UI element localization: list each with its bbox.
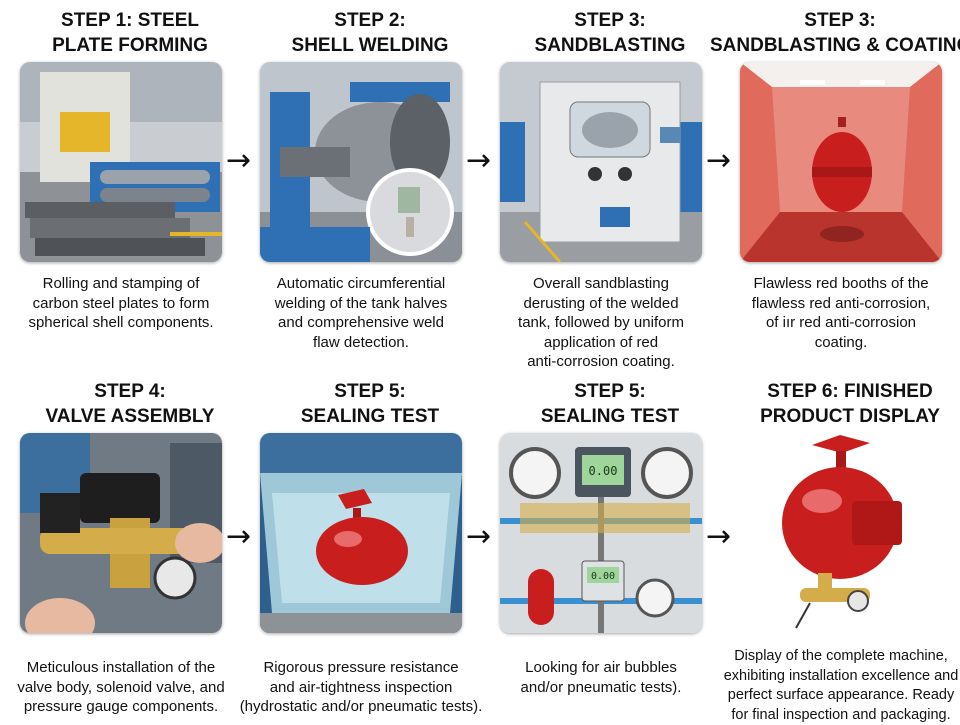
arrow-6-7: → bbox=[706, 522, 731, 552]
step-4-caption-line: pressure gauge components. bbox=[8, 697, 234, 717]
step-3b-caption-line: flawless red anti-corrosion, bbox=[728, 294, 954, 314]
step-1-title-line2: PLATE FORMING bbox=[10, 33, 250, 58]
step-6-title-line2: PRODUCT DISPLAY bbox=[730, 404, 960, 429]
step-6-caption-line: perfect surface appearance. Ready bbox=[718, 686, 960, 706]
step-6-caption-line: Display of the complete machine, bbox=[718, 647, 960, 667]
step-3b-title: STEP 3: SANDBLASTING & COATING bbox=[710, 8, 960, 58]
step-1-caption-line: spherical shell components. bbox=[8, 313, 234, 333]
step-5b-caption-line: and/or pneumatic tests). bbox=[488, 678, 714, 698]
step-5-caption: Rigorous pressure resistance and air-tig… bbox=[238, 658, 484, 717]
step-3-photo bbox=[500, 62, 702, 262]
step-4-photo bbox=[20, 433, 222, 633]
step-1-caption-line: carbon steel plates to form bbox=[8, 294, 234, 314]
arrow-3-4: → bbox=[706, 146, 731, 176]
step-2-caption-line: flaw detection. bbox=[248, 333, 474, 353]
step-3-caption: Overall sandblasting derusting of the we… bbox=[488, 274, 714, 372]
gauge-readout-1: 0.00 bbox=[589, 464, 618, 478]
step-3-title: STEP 3: SANDBLASTING bbox=[490, 8, 730, 58]
step-2-photo bbox=[260, 62, 462, 262]
step-5b-title: STEP 5: SEALING TEST bbox=[490, 379, 730, 429]
step-4-caption-line: Meticulous installation of the bbox=[8, 658, 234, 678]
arrow-4-5: → bbox=[226, 522, 251, 552]
step-6-title-line1: STEP 6: FINISHED bbox=[730, 379, 960, 404]
step-5b-title-line1: STEP 5: bbox=[490, 379, 730, 404]
step-1-caption: Rolling and stamping of carbon steel pla… bbox=[8, 274, 234, 333]
step-5b-title-line2: SEALING TEST bbox=[490, 404, 730, 429]
step-5-caption-line: and air-tightness inspection bbox=[238, 678, 484, 698]
step-5-caption-line: (hydrostatic and/or pneumatic tests). bbox=[238, 697, 484, 717]
step-3b-caption-line: Flawless red booths of the bbox=[728, 274, 954, 294]
step-3b-caption: Flawless red booths of the flawless red … bbox=[728, 274, 954, 352]
step-2-caption-line: welding of the tank halves bbox=[248, 294, 474, 314]
step-5b-caption: Looking for air bubbles and/or pneumatic… bbox=[488, 658, 714, 697]
step-1-title-line1: STEP 1: STEEL bbox=[10, 8, 250, 33]
step-3-caption-line: Overall sandblasting bbox=[488, 274, 714, 294]
step-1-photo bbox=[20, 62, 222, 262]
step-3-title-line1: STEP 3: bbox=[490, 8, 730, 33]
step-3b-caption-line: coating. bbox=[728, 333, 954, 353]
step-4-caption-line: valve body, solenoid valve, and bbox=[8, 678, 234, 698]
step-3-caption-line: anti-corrosion coating. bbox=[488, 352, 714, 372]
step-4-title: STEP 4: VALVE ASSEMBLY bbox=[10, 379, 250, 429]
step-2-caption: Automatic circumferential welding of the… bbox=[248, 274, 474, 352]
step-3b-caption-line: of iır red anti-corrosion bbox=[728, 313, 954, 333]
step-2-caption-line: and comprehensive weld bbox=[248, 313, 474, 333]
step-6-caption-line: for final inspection and packaging. bbox=[718, 706, 960, 725]
finished-product-image bbox=[740, 433, 942, 641]
step-6-caption: Display of the complete machine, exhibit… bbox=[718, 647, 960, 725]
step-1-title: STEP 1: STEEL PLATE FORMING bbox=[10, 8, 250, 58]
step-2-caption-line: Automatic circumferential bbox=[248, 274, 474, 294]
arrow-2-3: → bbox=[466, 146, 491, 176]
step-5-photo bbox=[260, 433, 462, 633]
step-2-title: STEP 2: SHELL WELDING bbox=[250, 8, 490, 58]
step-5-title: STEP 5: SEALING TEST bbox=[250, 379, 490, 429]
step-6-title: STEP 6: FINISHED PRODUCT DISPLAY bbox=[730, 379, 960, 429]
step-5b-caption-line: Looking for air bubbles bbox=[488, 658, 714, 678]
step-3b-title-line2: SANDBLASTING & COATING bbox=[710, 33, 960, 58]
step-4-title-line1: STEP 4: bbox=[10, 379, 250, 404]
step-1-caption-line: Rolling and stamping of bbox=[8, 274, 234, 294]
step-3-caption-line: application of red bbox=[488, 333, 714, 353]
step-2-title-line1: STEP 2: bbox=[250, 8, 490, 33]
step-5-title-line1: STEP 5: bbox=[250, 379, 490, 404]
arrow-5-6: → bbox=[466, 522, 491, 552]
step-3-caption-line: derusting of the welded bbox=[488, 294, 714, 314]
step-4-title-line2: VALVE ASSEMBLY bbox=[10, 404, 250, 429]
step-2-title-line2: SHELL WELDING bbox=[250, 33, 490, 58]
gauge-readout-3: 0.00 bbox=[591, 571, 615, 582]
step-3-caption-line: tank, followed by uniform bbox=[488, 313, 714, 333]
step-5-caption-line: Rigorous pressure resistance bbox=[238, 658, 484, 678]
step-3b-photo bbox=[740, 62, 942, 262]
step-3b-title-line1: STEP 3: bbox=[710, 8, 960, 33]
arrow-1-2: → bbox=[226, 146, 251, 176]
step-5-title-line2: SEALING TEST bbox=[250, 404, 490, 429]
step-4-caption: Meticulous installation of the valve bod… bbox=[8, 658, 234, 717]
step-3-title-line2: SANDBLASTING bbox=[490, 33, 730, 58]
step-6-caption-line: exhibiting installation excellence and bbox=[718, 667, 960, 687]
step-5b-photo: 0.00 0.00 bbox=[500, 433, 702, 633]
